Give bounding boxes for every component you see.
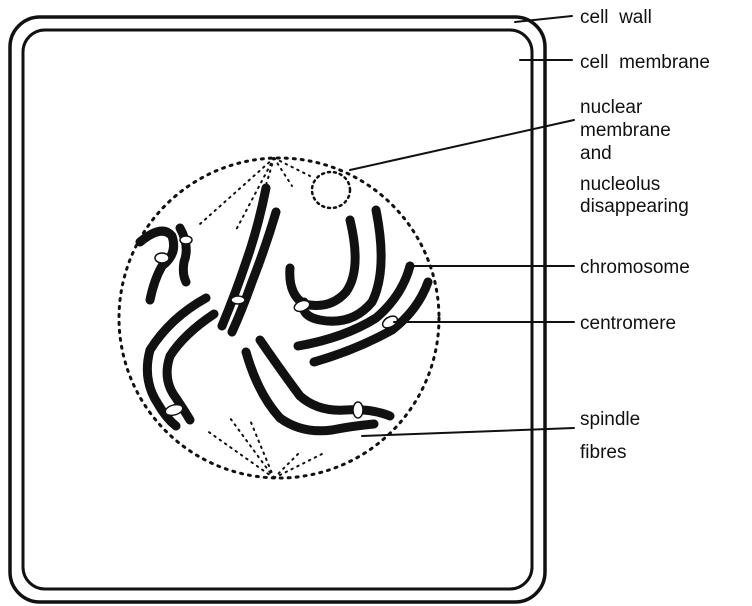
nucleolus [312, 172, 350, 208]
label-nuclear-line4: nucleolus [580, 174, 660, 195]
label-nuclear-line1: nuclear [580, 97, 643, 118]
centromere-marker [353, 402, 363, 418]
centromere-marker [155, 253, 169, 263]
label-nuclear-line5: disappearing [580, 196, 689, 217]
label-nuclear-line2: membrane [580, 120, 671, 141]
cell-membrane [23, 30, 532, 589]
centromere-marker [180, 236, 192, 244]
centromere-marker [164, 403, 184, 417]
chromosome-strand [140, 231, 174, 300]
label-centromere: centromere [580, 313, 676, 334]
label-spindle-line1: spindle [580, 409, 640, 430]
leader-nuclear [350, 120, 574, 170]
chromosomes [140, 188, 428, 431]
label-cell-membrane: cell membrane [580, 52, 710, 73]
label-spindle-line2: fibres [580, 442, 626, 463]
centromere-marker [231, 296, 245, 304]
label-chromosome: chromosome [580, 257, 690, 278]
leader-lines [350, 16, 574, 436]
label-nuclear-line3: and [580, 143, 612, 164]
cell-wall [10, 17, 545, 602]
label-cell-wall: cell wall [580, 7, 652, 28]
chromosome-strand [290, 220, 355, 306]
chromosome-strand [260, 340, 390, 416]
